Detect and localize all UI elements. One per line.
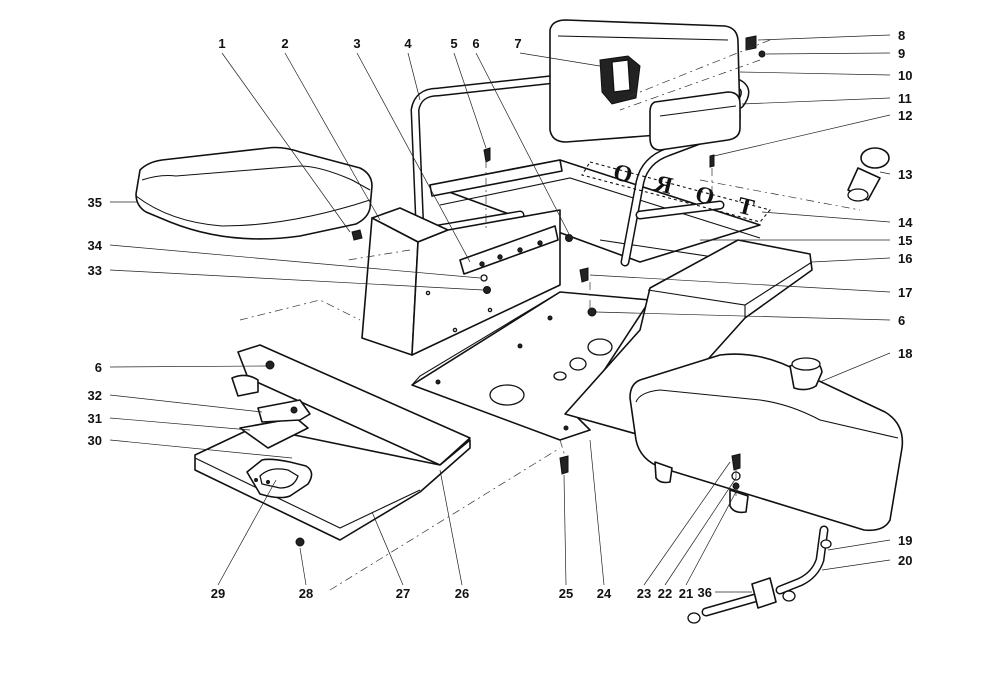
callout-6-top: 6 bbox=[472, 36, 479, 51]
armrest-pad bbox=[649, 91, 741, 151]
mounting-bracket bbox=[459, 225, 559, 275]
fuel-tank bbox=[629, 353, 904, 532]
callout-3: 3 bbox=[353, 36, 360, 51]
screw-9-icon bbox=[758, 50, 766, 58]
callout-28: 28 bbox=[299, 586, 313, 601]
bolt-25-icon bbox=[559, 455, 569, 475]
left-deck-panel bbox=[194, 344, 471, 541]
callout-12: 12 bbox=[898, 108, 912, 123]
screw-icon bbox=[709, 154, 715, 168]
washer-icon bbox=[483, 286, 491, 294]
callout-23: 23 bbox=[637, 586, 651, 601]
seat-frame-rails bbox=[429, 159, 761, 263]
callout-22: 22 bbox=[658, 586, 672, 601]
callout-26: 26 bbox=[455, 586, 469, 601]
clip-8-icon bbox=[745, 35, 757, 51]
callout-leaders bbox=[109, 34, 891, 593]
callout-20: 20 bbox=[898, 553, 912, 568]
hose-clamp-icon bbox=[687, 612, 701, 624]
callout-7: 7 bbox=[514, 36, 521, 51]
fuel-line-assembly bbox=[687, 525, 832, 624]
callout-31: 31 bbox=[88, 411, 102, 426]
callout-29: 29 bbox=[211, 586, 225, 601]
toro-decal: T O R O bbox=[581, 159, 771, 223]
callout-30: 30 bbox=[88, 433, 102, 448]
callout-9: 9 bbox=[898, 46, 905, 61]
callout-2: 2 bbox=[281, 36, 288, 51]
callout-5: 5 bbox=[450, 36, 457, 51]
callout-6-left: 6 bbox=[95, 360, 102, 375]
backrest-tube-frame bbox=[410, 71, 750, 267]
nut-6b-icon bbox=[587, 307, 597, 317]
decal-letter-3: R bbox=[651, 170, 675, 200]
callout-33: 33 bbox=[88, 263, 102, 278]
callout-19: 19 bbox=[898, 533, 912, 548]
nut-icon bbox=[351, 229, 363, 241]
callout-16: 16 bbox=[898, 251, 912, 266]
callout-32: 32 bbox=[88, 388, 102, 403]
callout-11: 11 bbox=[898, 91, 912, 106]
callout-4: 4 bbox=[404, 36, 412, 51]
callout-1: 1 bbox=[218, 36, 225, 51]
callout-13: 13 bbox=[898, 167, 912, 182]
lever-bracket bbox=[239, 399, 311, 449]
callout-27: 27 bbox=[396, 586, 410, 601]
hose-clamp-top-icon bbox=[820, 539, 832, 549]
callout-17: 17 bbox=[898, 285, 912, 300]
callout-labels: 1 2 3 4 5 6 7 8 9 10 11 12 13 14 15 16 1… bbox=[88, 28, 914, 601]
right-fender-cover bbox=[564, 239, 813, 436]
fuel-filter-icon bbox=[751, 577, 777, 609]
hardware-bolts bbox=[265, 35, 766, 547]
callout-21: 21 bbox=[679, 586, 693, 601]
decal-letter-1: T bbox=[735, 193, 757, 222]
shift-plate bbox=[246, 458, 313, 499]
callout-24: 24 bbox=[597, 586, 612, 601]
nut-28-icon bbox=[295, 537, 305, 547]
bolt-17-icon bbox=[579, 267, 589, 283]
callout-14: 14 bbox=[898, 215, 913, 230]
callout-6-right: 6 bbox=[898, 313, 905, 328]
callout-36: 36 bbox=[698, 585, 712, 600]
spacer-icon bbox=[480, 274, 488, 282]
callout-8: 8 bbox=[898, 28, 905, 43]
callout-34: 34 bbox=[88, 238, 103, 253]
bolt-icon bbox=[483, 147, 491, 163]
nut-6c-icon bbox=[265, 360, 275, 370]
seat-cushion bbox=[135, 146, 373, 240]
callout-35: 35 bbox=[88, 195, 102, 210]
callout-15: 15 bbox=[898, 233, 912, 248]
callout-10: 10 bbox=[898, 68, 912, 83]
bolt-23-icon bbox=[731, 453, 741, 471]
callout-18: 18 bbox=[898, 346, 912, 361]
fuel-cap bbox=[847, 147, 890, 202]
assembly-centerlines bbox=[239, 39, 861, 591]
lock-nut-icon bbox=[565, 234, 573, 242]
callout-25: 25 bbox=[559, 586, 573, 601]
